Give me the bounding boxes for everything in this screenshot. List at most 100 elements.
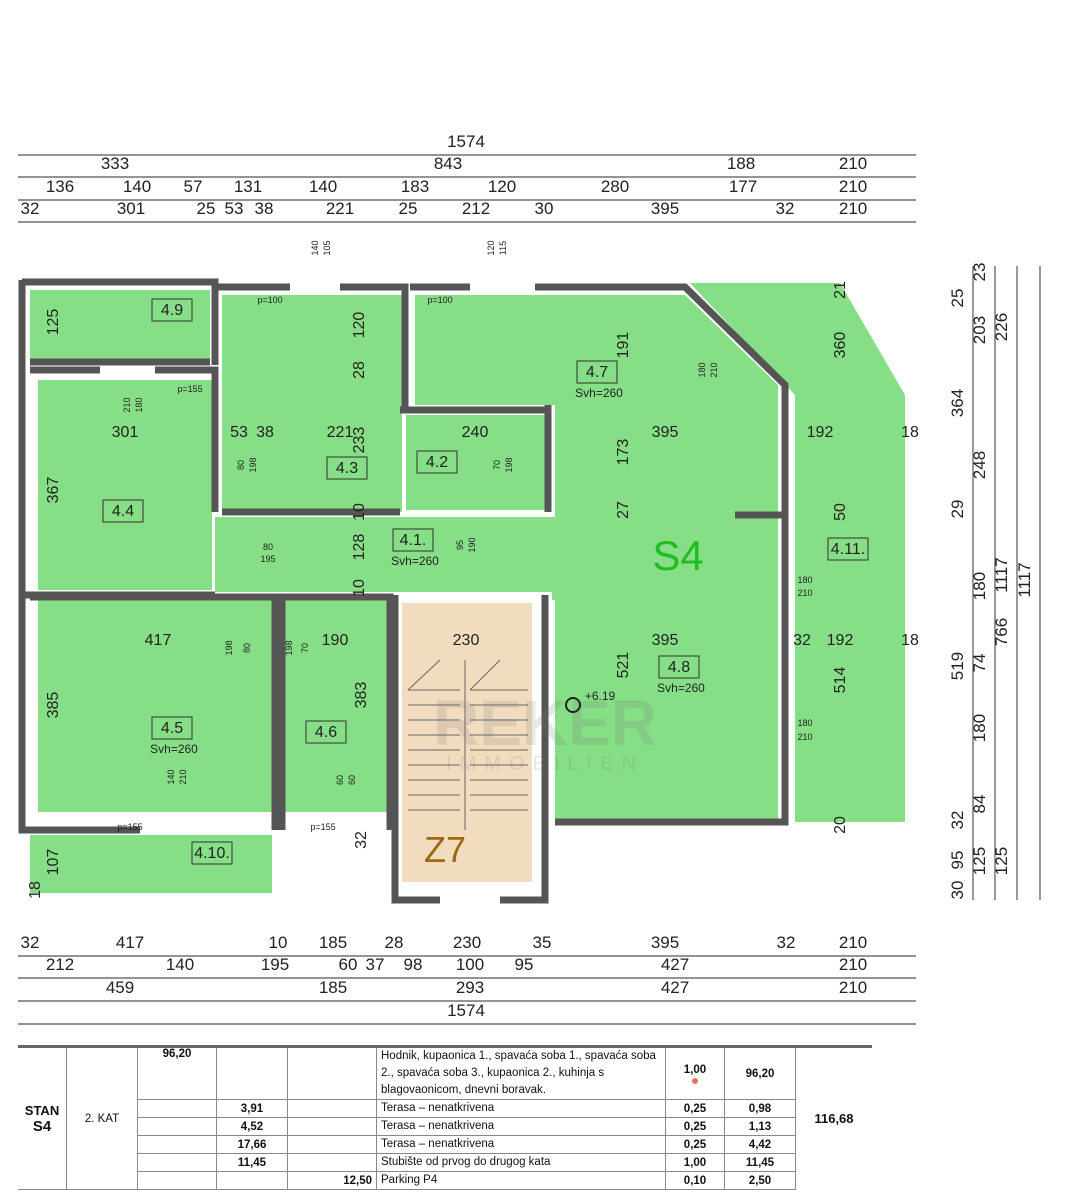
dimension-label: 417 xyxy=(116,933,144,952)
area-b: 3,91 xyxy=(216,1099,288,1118)
dimension-label: 183 xyxy=(401,177,429,196)
rooms xyxy=(30,283,905,893)
room-label-box xyxy=(392,528,434,552)
inner-dimension: 395 xyxy=(652,632,679,649)
opening-label: 140 xyxy=(310,240,320,255)
opening-label: 180 xyxy=(797,718,812,728)
inner-dimension: 230 xyxy=(453,632,480,649)
inner-dimension: 107 xyxy=(45,849,62,876)
dimension-label: 519 xyxy=(948,652,967,680)
dimension-label: 125 xyxy=(970,847,989,875)
dimension-label: 180 xyxy=(970,572,989,600)
dimension-label: 427 xyxy=(661,978,689,997)
floor-cell: 2. KAT xyxy=(66,1045,138,1190)
dimension-label: 98 xyxy=(404,955,423,974)
description: Parking P4 xyxy=(376,1171,666,1190)
opening-label: 180 xyxy=(797,575,812,585)
area-b xyxy=(216,1045,288,1100)
dimension-label: 131 xyxy=(234,177,262,196)
room-4-5 xyxy=(38,597,275,812)
dimension-label: 195 xyxy=(261,955,289,974)
opening-label: p=155 xyxy=(177,384,202,394)
coefficient-value: 0,10 xyxy=(683,1174,707,1187)
dimension-label: 210 xyxy=(839,177,867,196)
inner-dimension: 18 xyxy=(901,632,919,649)
inner-dimension: 395 xyxy=(652,424,679,441)
room-4-4 xyxy=(38,380,212,590)
inner-dimension: 128 xyxy=(351,534,368,561)
inner-dimension: 514 xyxy=(832,667,849,694)
opening-label: 210 xyxy=(709,362,719,377)
dimension-label: 333 xyxy=(101,154,129,173)
inner-dimension: 221 xyxy=(327,424,354,441)
room-label-box xyxy=(576,360,618,384)
opening-label: 198 xyxy=(224,640,234,655)
inner-dimension: 301 xyxy=(112,424,139,441)
inner-dimension: 50 xyxy=(832,503,849,521)
description: Stubište od prvog do drugog kata xyxy=(376,1153,666,1172)
opening-label: 180 xyxy=(697,362,707,377)
opening-label: 105 xyxy=(322,240,332,255)
area-b xyxy=(216,1171,288,1190)
inner-dimension: 240 xyxy=(462,424,489,441)
dimension-label: 301 xyxy=(117,199,145,218)
marker-dot-icon xyxy=(692,1077,698,1084)
watermark-logo: REKER IMMOBILIEN xyxy=(433,687,657,775)
inner-dimension: 383 xyxy=(353,682,370,709)
dimension-label: 100 xyxy=(456,955,484,974)
weighted-area: 1,13 xyxy=(724,1117,796,1136)
coefficient-value: 1,00 xyxy=(683,1156,707,1169)
opening-label: p=155 xyxy=(117,822,142,832)
dimension-label: 25 xyxy=(197,199,216,218)
inner-dimension: 27 xyxy=(615,501,632,519)
room-height: Svh=260 xyxy=(150,742,198,756)
area-c xyxy=(287,1099,377,1118)
area-a: 96,20 xyxy=(137,1045,217,1100)
walls xyxy=(18,278,789,904)
area-c: 12,50 xyxy=(287,1171,377,1190)
dimension-label: 210 xyxy=(839,199,867,218)
dimension-label: 32 xyxy=(21,933,40,952)
dimension-label: 230 xyxy=(453,933,481,952)
room-number: 4.7 xyxy=(586,364,608,381)
inner-dimension: 18 xyxy=(27,881,44,899)
dimension-label: 210 xyxy=(839,955,867,974)
coefficient: 1,00 xyxy=(665,1153,725,1172)
room-number: 4.9 xyxy=(161,302,183,319)
room-label-box xyxy=(151,298,193,322)
dimension-lines xyxy=(18,154,1041,1025)
room-label-box xyxy=(102,499,144,523)
dimension-label: 212 xyxy=(462,199,490,218)
dimension-label: 32 xyxy=(777,933,796,952)
staircase-z7 xyxy=(402,603,532,882)
coefficient-value: 0,25 xyxy=(683,1120,707,1133)
opening-label: 190 xyxy=(467,537,477,552)
coefficient: 0,10 xyxy=(665,1171,725,1190)
dimension-label: 32 xyxy=(21,199,40,218)
opening-label: 70 xyxy=(300,643,310,653)
opening-label: 95 xyxy=(455,540,465,550)
elevation-value: +6.19 xyxy=(585,689,616,703)
room-number: 4.2 xyxy=(426,454,448,471)
dimension-label: 427 xyxy=(661,955,689,974)
inner-dimension: 173 xyxy=(615,439,632,466)
stair-label: Z7 xyxy=(424,829,466,870)
room-number: 4.5 xyxy=(161,720,183,737)
dimension-label: 57 xyxy=(184,177,203,196)
inner-dimension: 20 xyxy=(832,816,849,834)
terrace-4-10 xyxy=(30,835,272,893)
coefficient: 1,00 xyxy=(665,1045,725,1100)
dimension-label: 32 xyxy=(776,199,795,218)
dimension-label: 1117 xyxy=(992,557,1011,592)
room-label-box xyxy=(658,655,700,679)
dimension-label: 188 xyxy=(727,154,755,173)
coefficient-value: 1,00 xyxy=(683,1063,707,1076)
inner-dimension: 38 xyxy=(256,424,274,441)
dimension-label: 29 xyxy=(948,500,967,519)
room-4-2 xyxy=(406,415,545,510)
dimension-label: 30 xyxy=(535,199,554,218)
